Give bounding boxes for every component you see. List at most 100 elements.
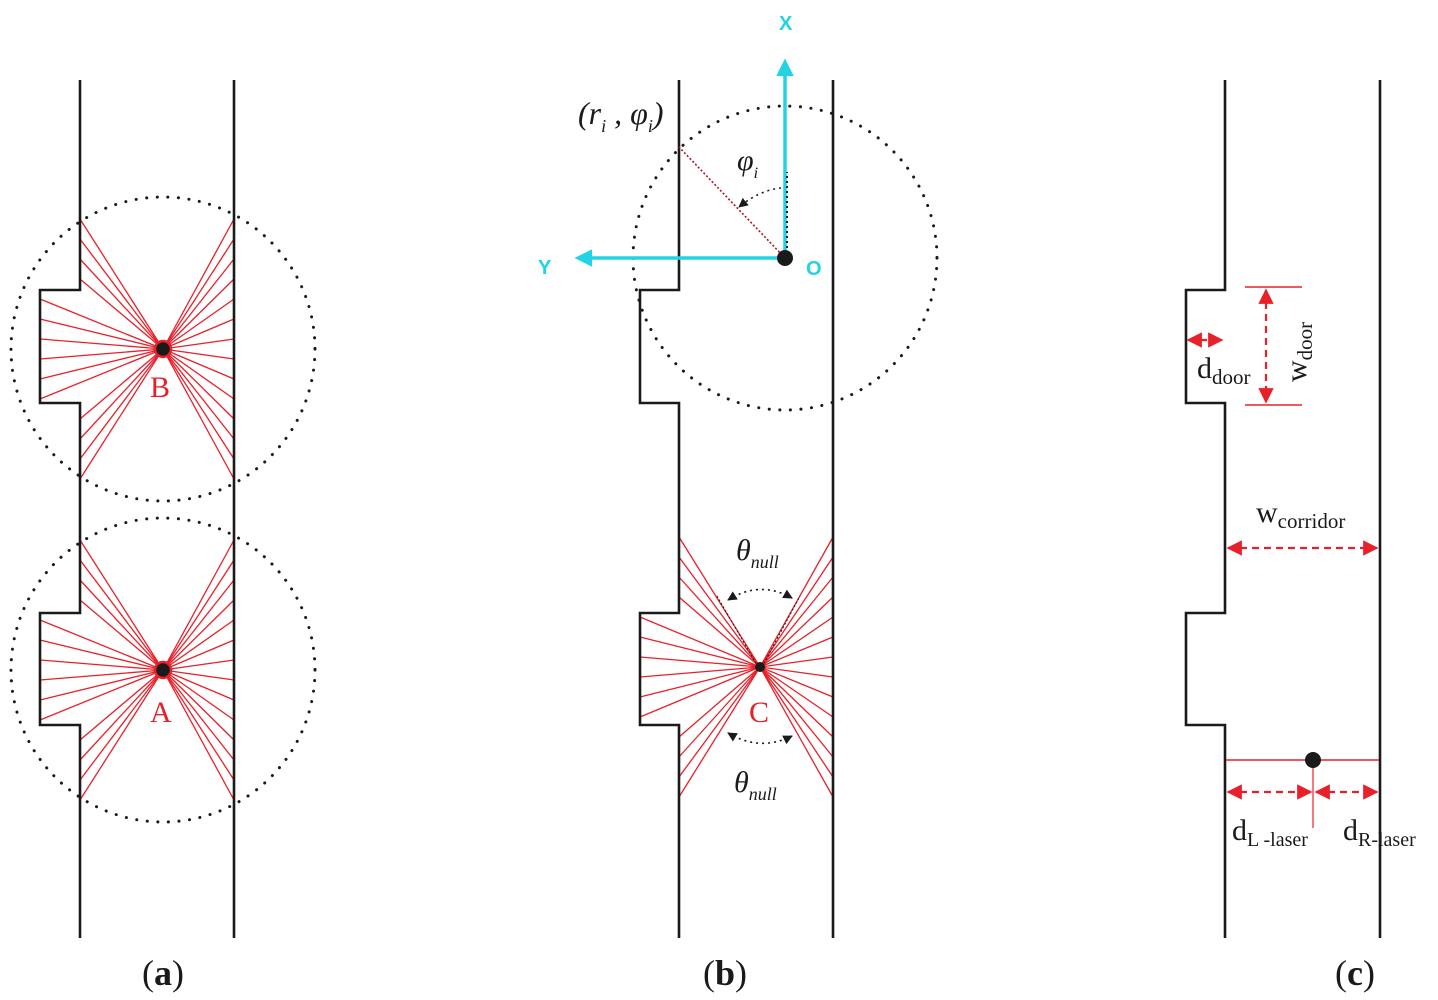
panel-a-a-laser-ray <box>39 619 164 671</box>
panel-b: X Y O (ri , φi) φi C θnull θnull (b) <box>538 13 939 993</box>
axis-x-label: X <box>779 13 793 35</box>
panel-a-a-laser-ray <box>79 669 164 801</box>
panel-b-c-laser-ray <box>759 666 834 718</box>
theta-boundary-ul <box>716 595 759 668</box>
robot-label-c: C <box>749 696 769 729</box>
panel-b-c-laser-ray <box>759 556 834 668</box>
panel-b-c-laser-ray <box>678 576 761 668</box>
panel-a-b-laser-ray <box>39 298 164 350</box>
panel-a-a-laser-ray <box>79 559 164 671</box>
panel-b-c-laser-ray <box>759 656 834 668</box>
laser-rays-c <box>639 536 834 798</box>
panel-b-c-laser-ray <box>759 576 834 668</box>
panel-a-a-laser-ray <box>39 669 164 721</box>
panel-b-c-laser-ray <box>759 596 834 668</box>
corridor-width-label: wcorridor <box>1256 496 1345 533</box>
panel-a-a-laser-ray <box>79 599 164 671</box>
caption-b: (b) <box>703 953 747 993</box>
panel-a-a-laser-ray <box>162 539 235 671</box>
panel-b-c-laser-ray <box>759 616 834 668</box>
panel-a-a-laser-ray <box>162 579 235 671</box>
theta-null-label-bottom: θnull <box>734 766 777 804</box>
panel-b-c-laser-ray <box>639 636 761 668</box>
door-depth-label: ddoor <box>1197 352 1251 389</box>
panel-b-c-laser-ray <box>639 616 761 668</box>
panel-a-b-laser-ray <box>162 348 235 400</box>
theta-null-label-top: θnull <box>736 534 779 572</box>
panel-a-a-laser-ray <box>79 669 164 781</box>
panel-a-b-laser-ray <box>162 258 235 350</box>
scan-range-circle-b <box>9 195 317 503</box>
panel-b-c-laser-ray <box>759 666 834 758</box>
panel-a-b-laser-ray <box>79 348 164 440</box>
panel-a-a-laser-ray <box>162 669 235 721</box>
panel-a-b-laser-ray <box>162 348 235 440</box>
panel-b-c-laser-ray <box>759 666 834 738</box>
panel-a-a-laser-ray <box>162 659 235 671</box>
corridor-left-wall-b <box>638 80 681 938</box>
robot-c <box>755 662 765 672</box>
panel-a-b-laser-ray <box>162 338 235 350</box>
panel-a-b-laser-ray <box>162 238 235 350</box>
panel-a-b-laser-ray <box>162 348 235 360</box>
panel-b-c-laser-ray <box>759 666 834 778</box>
robot-c-panel <box>1305 752 1321 768</box>
panel-a-b-laser-ray <box>79 348 164 460</box>
axis-y-label: Y <box>538 257 552 279</box>
panel-b-c-laser-ray <box>759 666 834 698</box>
panel-a-b-laser-ray <box>39 348 164 400</box>
panel-a-b-laser-ray <box>162 348 235 420</box>
panel-a-b-laser-ray <box>39 338 164 350</box>
laser-rays-a <box>39 539 235 801</box>
panel-a: B A (a) <box>9 80 317 993</box>
panel-a-b-laser-ray <box>79 278 164 350</box>
panel-a-b-laser-ray <box>162 348 235 460</box>
panel-b-c-laser-ray <box>678 596 761 668</box>
panel-b-c-laser-ray <box>678 666 761 798</box>
panel-a-a-laser-ray <box>39 669 164 701</box>
panel-b-c-laser-ray <box>678 536 761 668</box>
panel-b-c-laser-ray <box>678 666 761 758</box>
robot-label-b: B <box>150 371 170 404</box>
panel-a-a-laser-ray <box>162 669 235 801</box>
panel-a-b-laser-ray <box>79 258 164 350</box>
caption-a: (a) <box>142 953 184 993</box>
robot-a <box>153 660 173 680</box>
panel-a-b-laser-ray <box>79 348 164 480</box>
origin-robot <box>777 250 793 266</box>
panel-c: ddoor wdoor wcorridor dL -laser dR-laser… <box>1184 80 1416 993</box>
panel-a-a-laser-ray <box>79 669 164 761</box>
panel-b-c-laser-ray <box>639 666 761 698</box>
door-width-label: wdoor <box>1280 322 1317 382</box>
panel-a-b-laser-ray <box>79 218 164 350</box>
panel-a-a-laser-ray <box>162 639 235 671</box>
right-laser-label: dR-laser <box>1343 814 1416 851</box>
panel-a-a-laser-ray <box>162 669 235 741</box>
panel-a-b-laser-ray <box>162 348 235 480</box>
panel-a-a-laser-ray <box>39 669 164 681</box>
theta-null-arc-top <box>727 588 793 601</box>
panel-a-b-laser-ray <box>162 278 235 350</box>
panel-a-b-laser-ray <box>79 348 164 420</box>
panel-a-a-laser-ray <box>162 669 235 701</box>
panel-a-b-laser-ray <box>162 298 235 350</box>
panel-a-b-laser-ray <box>162 218 235 350</box>
panel-b-c-laser-ray <box>639 666 761 678</box>
panel-a-a-laser-ray <box>162 599 235 671</box>
caption-c: (c) <box>1335 953 1375 993</box>
origin-label: O <box>806 258 822 280</box>
panel-a-b-laser-ray <box>162 348 235 380</box>
phi-angle-arc <box>738 187 782 208</box>
panel-b-c-laser-ray <box>759 666 834 798</box>
panel-a-b-laser-ray <box>162 318 235 350</box>
robot-label-a: A <box>150 696 172 729</box>
panel-b-c-laser-ray <box>759 666 834 678</box>
panel-a-a-laser-ray <box>79 579 164 671</box>
theta-boundary-ur <box>761 595 801 668</box>
panel-a-b-laser-ray <box>39 318 164 350</box>
panel-a-a-laser-ray <box>162 669 235 781</box>
corridor-left-wall-a <box>38 80 82 938</box>
panel-a-a-laser-ray <box>162 669 235 681</box>
panel-a-b-laser-ray <box>39 348 164 360</box>
